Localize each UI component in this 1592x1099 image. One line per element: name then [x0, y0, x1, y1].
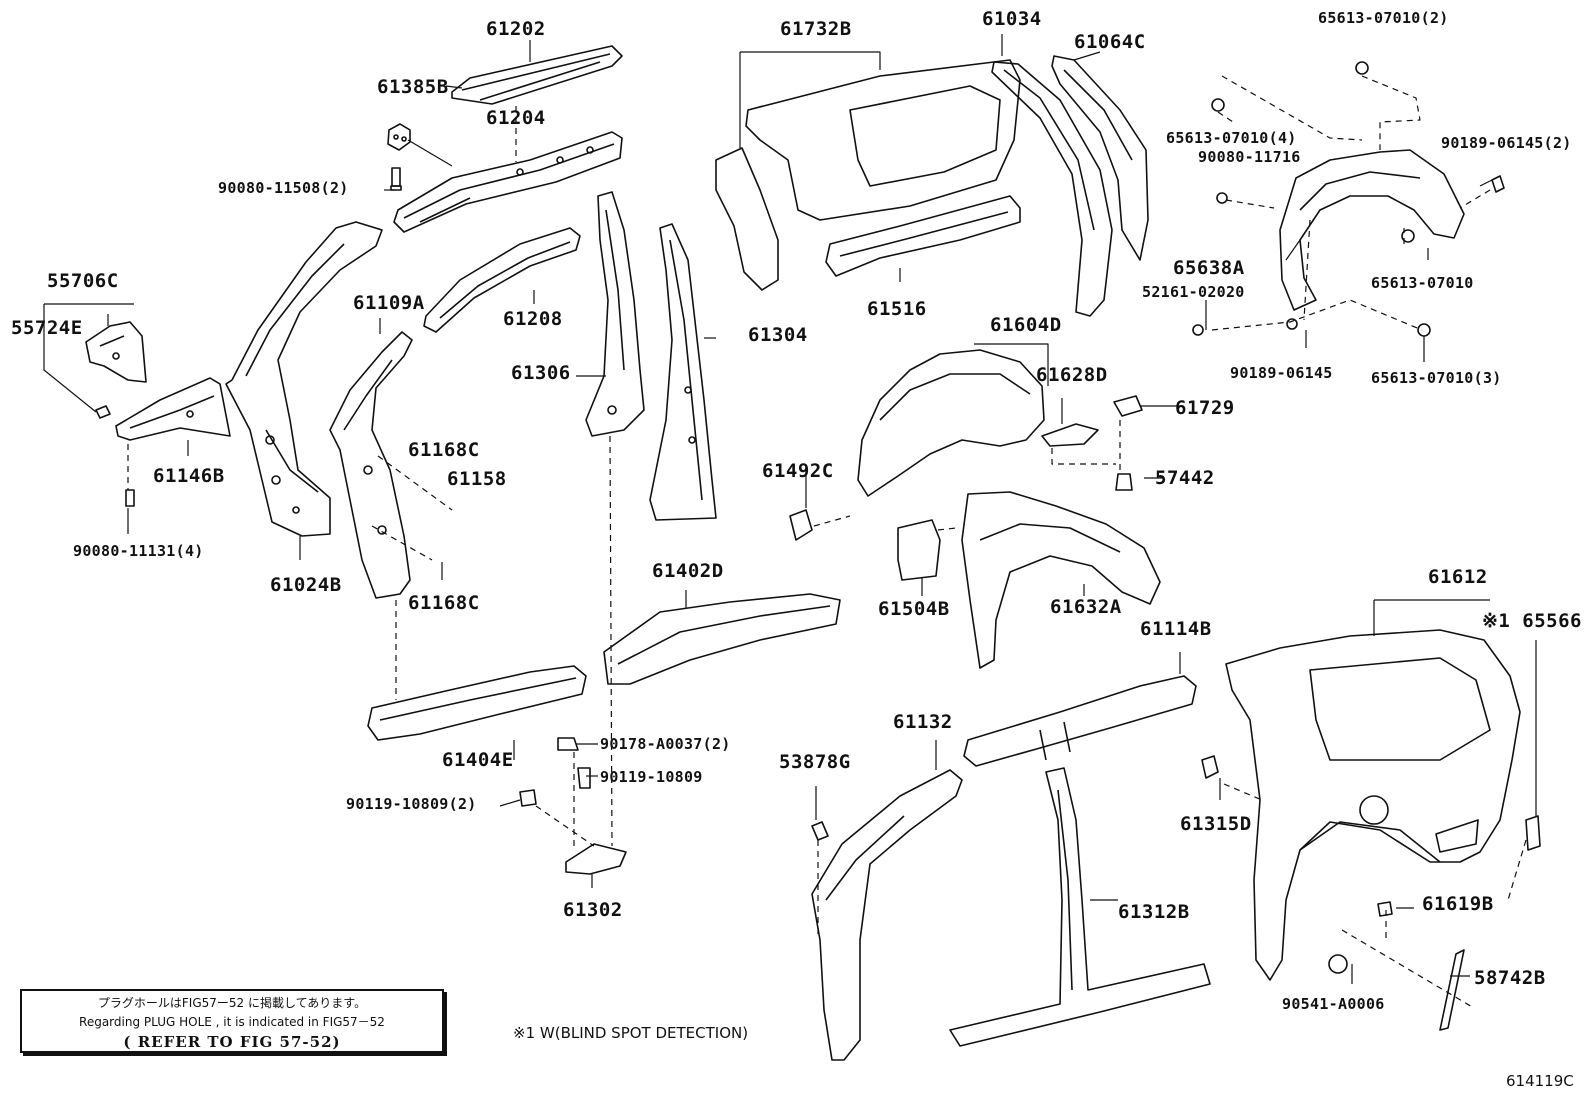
label-61612: 61612 [1428, 566, 1488, 588]
label-61168C-lower: 61168C [408, 592, 480, 614]
label-61312B: 61312B [1118, 901, 1190, 923]
label-61302: 61302 [563, 899, 623, 921]
label-61208: 61208 [503, 308, 563, 330]
label-90119-10809: 90119-10809 [600, 768, 703, 786]
part-61204-drawing [393, 131, 623, 233]
dashed-lines [127, 75, 1527, 1009]
label-61304: 61304 [748, 324, 808, 346]
figure-id: 614119C [1506, 1072, 1574, 1090]
label-61604D: 61604D [990, 314, 1062, 336]
label-90189-06145: 90189-06145 [1230, 364, 1333, 382]
label-90119-10809-2: 90119-10809(2) [346, 795, 477, 813]
label-61158: 61158 [447, 468, 507, 490]
label-61732B: 61732B [780, 18, 852, 40]
label-58742B: 58742B [1474, 967, 1546, 989]
part-61132-drawing [811, 769, 963, 1061]
label-61204: 61204 [486, 107, 546, 129]
part-61208-drawing [423, 227, 581, 333]
part-61732B-drawing [715, 59, 1021, 291]
label-65638A: 65638A [1173, 257, 1245, 279]
part-61315D-drawing [1201, 755, 1219, 779]
label-65566: ※1 65566 [1482, 610, 1582, 632]
part-61304-drawing [649, 223, 717, 521]
part-61402D-drawing [603, 593, 841, 685]
label-61034: 61034 [982, 8, 1042, 30]
label-61628D: 61628D [1036, 364, 1108, 386]
label-90189-06145-2: 90189-06145(2) [1441, 134, 1572, 152]
label-55706C: 55706C [47, 270, 119, 292]
label-61632A: 61632A [1050, 596, 1122, 618]
part-61385B-drawing [387, 123, 411, 191]
label-61202: 61202 [486, 18, 546, 40]
part-61604D-drawing [789, 349, 1045, 541]
part-61404E-drawing [367, 665, 587, 741]
label-61064C: 61064C [1074, 31, 1146, 53]
label-61146B: 61146B [153, 465, 225, 487]
label-61404E: 61404E [442, 749, 514, 771]
part-61302-drawing [519, 737, 627, 875]
label-55724E: 55724E [11, 317, 83, 339]
label-61306: 61306 [511, 362, 571, 384]
part-61109A-drawing [329, 331, 413, 599]
label-90080-11131: 90080-11131(4) [73, 542, 204, 560]
label-61132: 61132 [893, 711, 953, 733]
label-90080-11716: 90080-11716 [1198, 148, 1301, 166]
label-65613-07010-2: 65613-07010(2) [1318, 9, 1449, 27]
part-55706C-drawing [85, 321, 147, 419]
label-65613-07010: 65613-07010 [1371, 274, 1474, 292]
part-65638A-drawing [1192, 61, 1505, 337]
label-65613-07010-4: 65613-07010(4) [1166, 129, 1297, 147]
footnote: ※1 W(BLIND SPOT DETECTION) [513, 1024, 749, 1042]
part-61306-drawing [585, 191, 645, 437]
label-90080-11508: 90080-11508(2) [218, 179, 349, 197]
label-61168C-upper: 61168C [408, 439, 480, 461]
note-english: Regarding PLUG HOLE , it is indicated in… [79, 1015, 385, 1029]
label-61504B: 61504B [878, 598, 950, 620]
plug-hole-note: プラグホールはFIG57ー52 に掲載してあります。 Regarding PLU… [20, 989, 444, 1053]
part-61146B-drawing [115, 377, 231, 507]
label-52161-02020: 52161-02020 [1142, 283, 1245, 301]
note-japanese: プラグホールはFIG57ー52 に掲載してあります。 [97, 996, 367, 1010]
label-61619B: 61619B [1422, 893, 1494, 915]
label-65613-07010-3: 65613-07010(3) [1371, 369, 1502, 387]
label-61114B: 61114B [1140, 618, 1212, 640]
part-61612-drawing [1225, 629, 1521, 981]
label-61516: 61516 [867, 298, 927, 320]
label-61109A: 61109A [353, 292, 425, 314]
label-61402D: 61402D [652, 560, 724, 582]
label-61024B: 61024B [270, 574, 342, 596]
label-61315D: 61315D [1180, 813, 1252, 835]
label-61729: 61729 [1175, 397, 1235, 419]
part-61312B-drawing [949, 767, 1211, 1047]
part-61619B-drawing [1328, 815, 1541, 1031]
part-61516-drawing [825, 195, 1021, 277]
label-61385B: 61385B [377, 76, 449, 98]
part-61632A-drawing [897, 491, 1161, 669]
label-53878G: 53878G [779, 751, 851, 773]
note-reference: ( REFER TO FIG 57-52) [123, 1033, 341, 1051]
label-90178-A0037: 90178-A0037(2) [600, 735, 731, 753]
part-61202-drawing [451, 45, 623, 105]
part-61114B-drawing [963, 675, 1197, 767]
label-90541-A0006: 90541-A0006 [1282, 995, 1385, 1013]
part-61628D-drawing [1041, 395, 1143, 491]
label-61492C: 61492C [762, 460, 834, 482]
part-61034-drawing [991, 61, 1113, 317]
label-57442: 57442 [1155, 467, 1215, 489]
part-61024B-drawing [225, 221, 383, 537]
part-61064C-drawing [1051, 55, 1149, 261]
leader-lines [43, 34, 1537, 984]
